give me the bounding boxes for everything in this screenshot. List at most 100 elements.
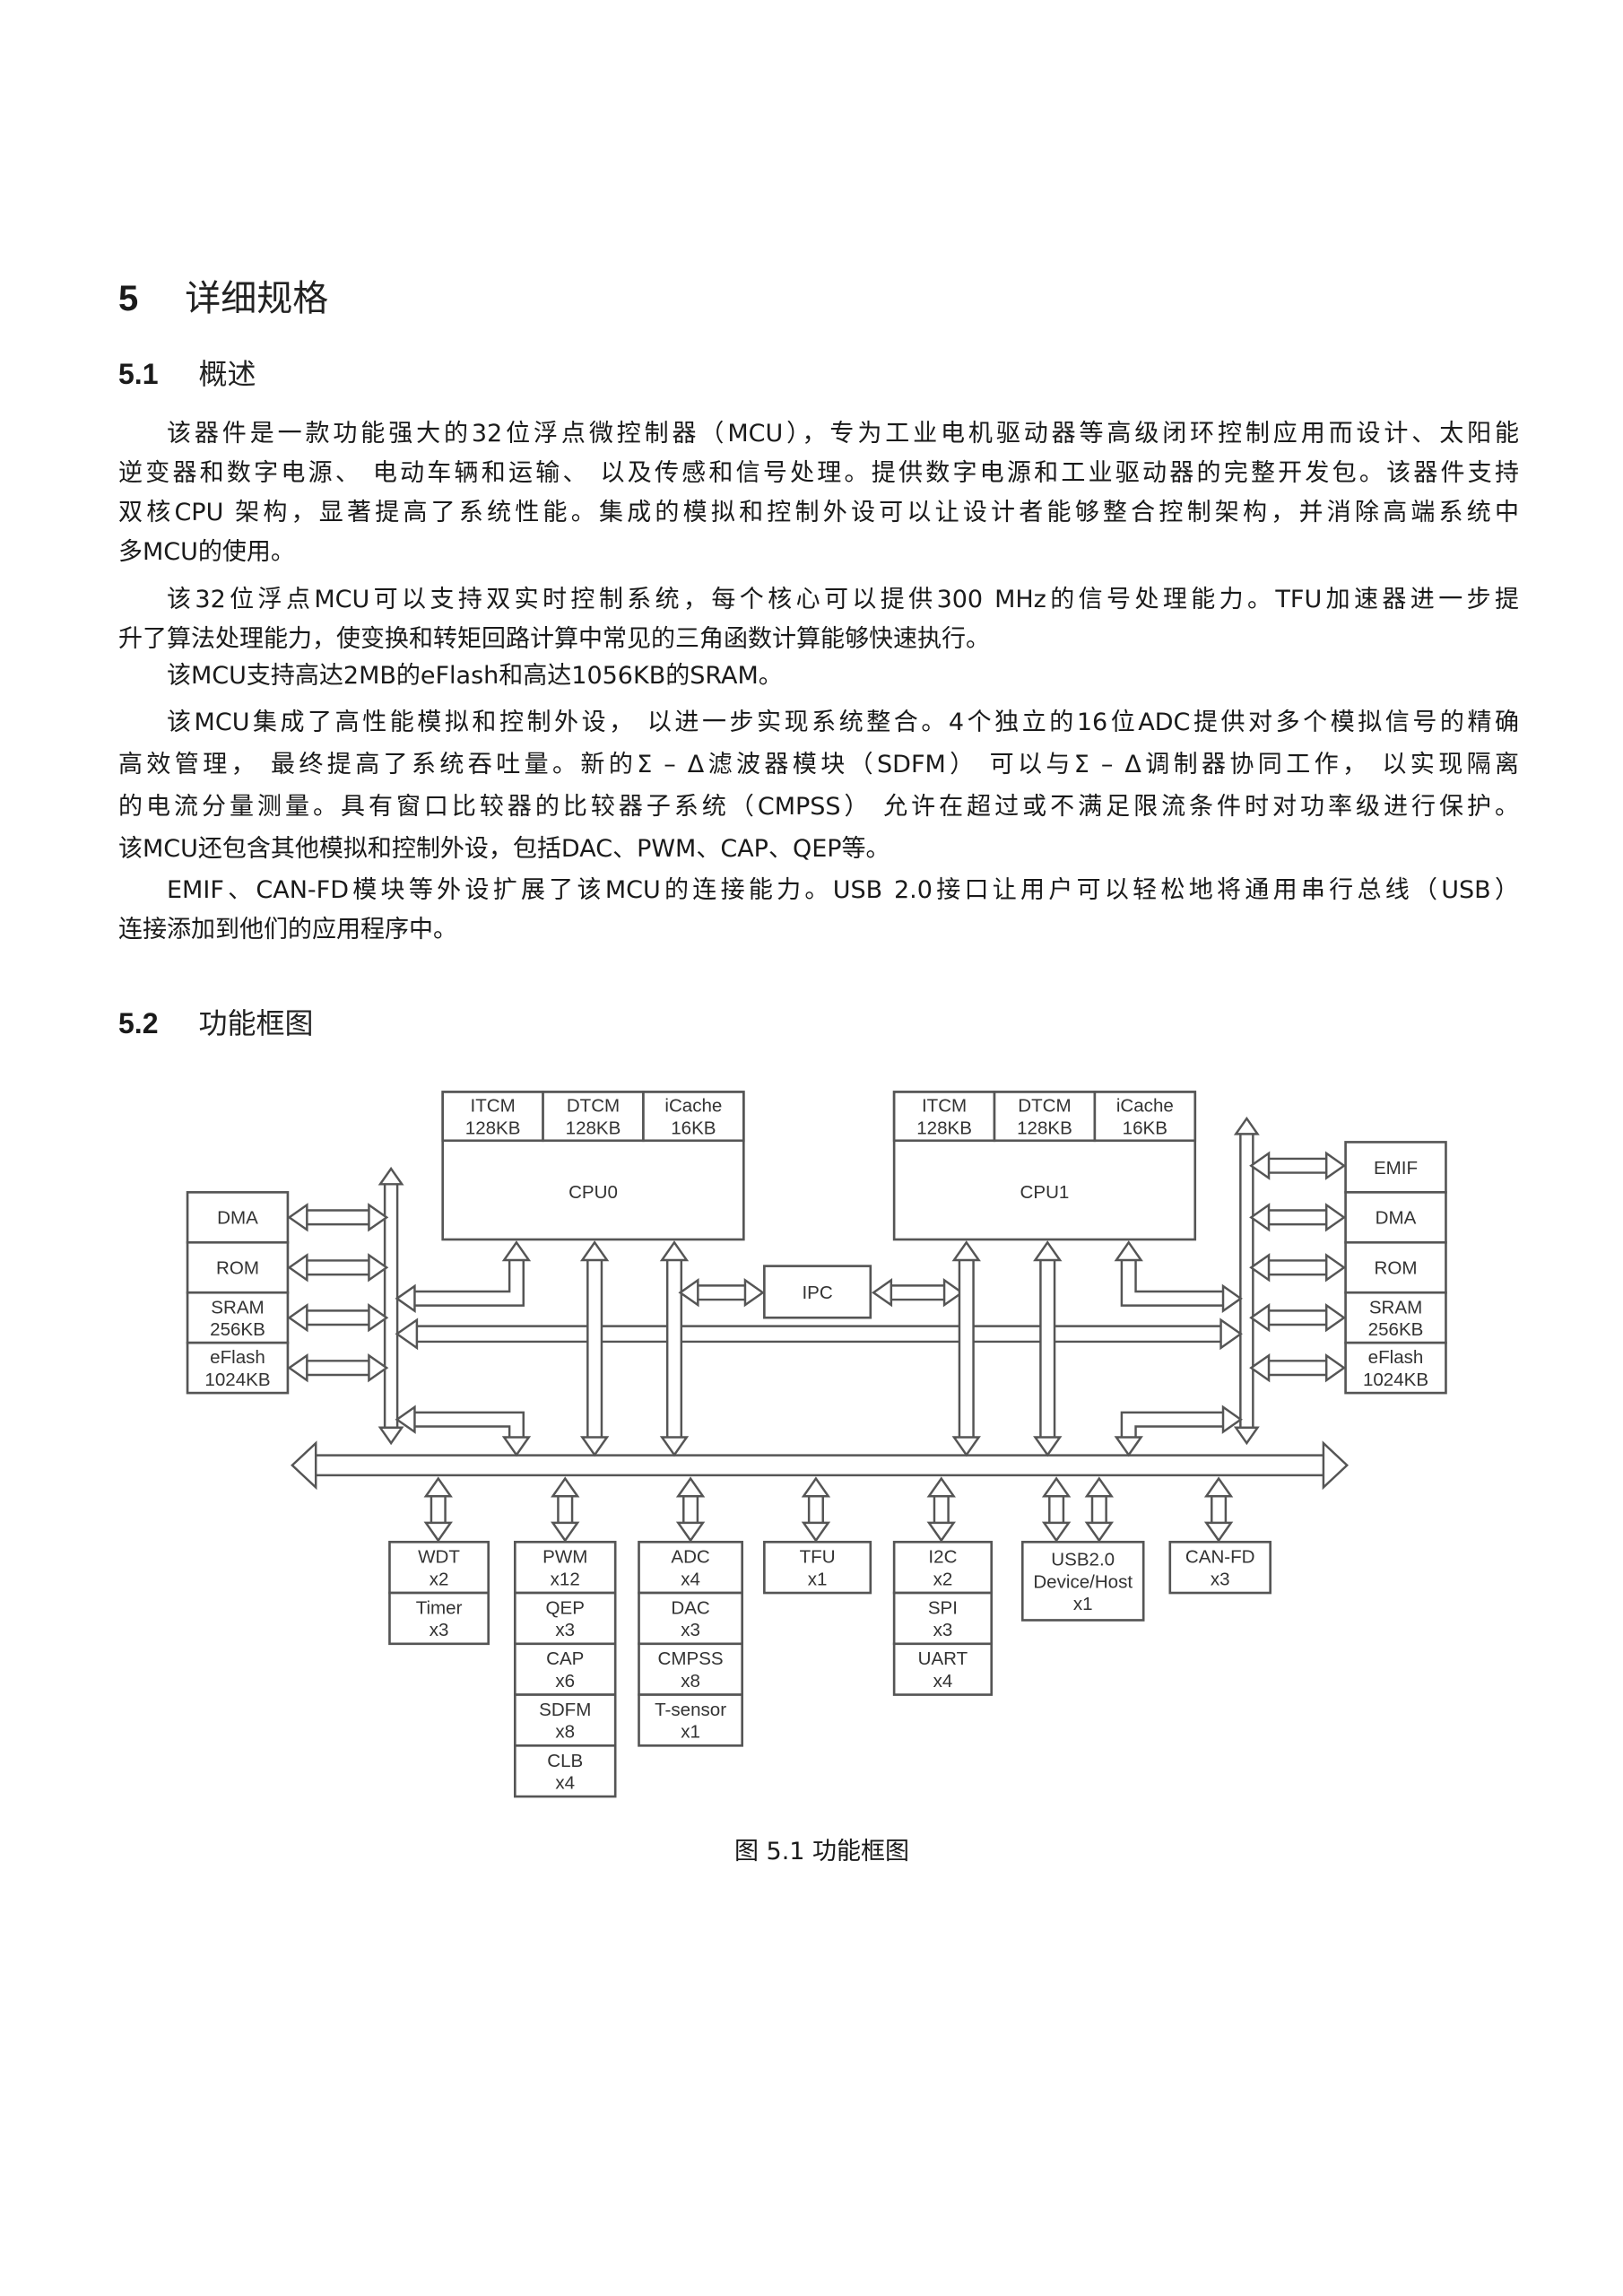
paragraph: 该MCU集成了高性能模拟和控制外设， 以进一步实现系统整合。4个独立的16位AD… (118, 701, 1519, 870)
peripheral-block (513, 1642, 617, 1696)
right-memory-block (1344, 1141, 1447, 1194)
peripheral-block (513, 1744, 617, 1798)
right-memory-link-1-head (1249, 1203, 1271, 1232)
peripheral-link-0-head (423, 1521, 453, 1543)
peripheral-block-label: x1 (681, 1722, 700, 1743)
right-memory-block-label: SRAM (1369, 1297, 1422, 1318)
peripheral-link-7-head (1203, 1521, 1234, 1543)
peripheral-block (388, 1591, 490, 1646)
peripheral-block-label: x3 (430, 1620, 449, 1640)
cpu-memory-cell (642, 1091, 745, 1143)
left-memory-link-0-head (287, 1203, 308, 1232)
cpu1-bus-link-head (1114, 1436, 1143, 1457)
peripheral-block-label: x3 (933, 1620, 953, 1640)
paragraph-line: 的电流分量测量。具有窗口比较器的比较器子系统（CMPSS） 允许在超过或不满足限… (118, 793, 1519, 821)
cpu1-dtcm-link-head (1033, 1436, 1063, 1457)
peripheral-link-4-head (926, 1476, 956, 1498)
cpu1-bus-link-shaft (1123, 1413, 1225, 1439)
cpu-label: CPU1 (1020, 1182, 1070, 1203)
peripheral-link-2-head (675, 1476, 706, 1498)
peripheral-block-label: x2 (430, 1569, 449, 1589)
peripheral-block-label: SDFM (539, 1700, 591, 1720)
cpu-memory-cell-label: 16KB (1123, 1118, 1167, 1138)
peripheral-block-label: x2 (933, 1569, 953, 1589)
peripheral-block-label: x3 (1211, 1569, 1230, 1589)
peripheral-block-label: x1 (808, 1569, 828, 1589)
section-number: 5 (118, 279, 139, 318)
paragraph-line: 该MCU还包含其他模拟和控制外设，包括DAC、PWM、CAP、QEP等。 (118, 835, 890, 863)
cpu-memory-cell (892, 1091, 996, 1143)
peripheral-block-label: USB2.0 (1051, 1550, 1115, 1570)
paragraph-line: 该32位浮点MCU可以支持双实时控制系统，每个核心可以提供300 MHz的信号处… (167, 586, 1519, 613)
peripheral-link-2-head (675, 1521, 706, 1543)
figure-caption: 图 5.1 功能框图 (733, 1838, 910, 1866)
left-memory-link-3-head (368, 1352, 389, 1383)
peripheral-block (892, 1540, 994, 1595)
right-memory-block-label: ROM (1375, 1258, 1418, 1279)
peripheral-block-label: I2C (928, 1547, 957, 1568)
cpu-memory-cell-label: iCache (1116, 1096, 1174, 1117)
cpu0-dtcm-link-head (579, 1240, 610, 1262)
peripheral-block-label: CAP (546, 1648, 584, 1669)
peripheral-block (638, 1540, 743, 1595)
cpu-memory-cell (1093, 1091, 1197, 1143)
cpu0-itcm-link-head (395, 1283, 416, 1314)
peripheral-block-label: x12 (551, 1569, 580, 1589)
left-memory-block (186, 1341, 290, 1395)
right-memory-block-label: EMIF (1374, 1158, 1418, 1178)
paragraph-line: 该MCU支持高达2MB的eFlash和高达1056KB的SRAM。 (167, 662, 783, 690)
section-heading: 5 详细规格 (118, 269, 328, 321)
paragraph: 该MCU支持高达2MB的eFlash和高达1056KB的SRAM。 (118, 657, 1519, 696)
block-diagram-heading: 5.2 功能框图 (118, 1001, 314, 1042)
cpu0-itcm-link-shaft (412, 1258, 523, 1305)
peripheral-link-5-head (1041, 1521, 1072, 1543)
right-memory-block-label: DMA (1376, 1208, 1417, 1229)
cpu0-bus-link-head (501, 1436, 532, 1457)
peripheral-link-6-head (1084, 1521, 1115, 1543)
right-memory-link-0-head (1324, 1151, 1347, 1180)
left-memory-block-label: DMA (217, 1208, 258, 1229)
paragraph-line: 该器件是一款功能强大的32位浮点微控制器（MCU），专为工业电机驱动器等高级闭环… (167, 420, 1519, 448)
cpu-memory-cell-label: 16KB (671, 1118, 716, 1138)
cpu1-itcm-link-head (951, 1240, 981, 1262)
left-memory-link-2-head (287, 1303, 308, 1333)
left-memory-block-label: eFlash (210, 1347, 265, 1368)
peripheral-link-4-head (926, 1521, 956, 1543)
peripheral-block (513, 1591, 617, 1646)
cpu1-icache-link-outline (1120, 1258, 1225, 1307)
right-vertical-bus-head (1233, 1426, 1260, 1446)
paragraph-line: 该MCU集成了高性能模拟和控制外设， 以进一步实现系统整合。4个独立的16位AD… (167, 709, 1519, 736)
cpu0-icache-link-head (659, 1436, 690, 1457)
cpu-memory-cell-label: 128KB (465, 1118, 521, 1138)
cpu0-dtcm-link-head (579, 1436, 610, 1457)
peripheral-block (638, 1642, 743, 1696)
paragraph-line: 逆变器和数字电源、 电动车辆和运输、 以及传感和信号处理。提供数字电源和工业驱动… (118, 459, 1519, 487)
cpu0-ipc-link-head (743, 1278, 765, 1308)
right-memory-block-label: 256KB (1368, 1319, 1424, 1340)
paragraph-line: 高效管理， 最终提高了系统吞吐量。新的Σ – Δ滤波器模块（SDFM） 可以与Σ… (118, 751, 1519, 778)
peripheral-block (892, 1642, 994, 1696)
peripheral-block-label: x4 (933, 1671, 953, 1692)
paragraph-line: 多MCU的使用。 (118, 538, 295, 566)
cpu0-icache-link-head (659, 1240, 690, 1262)
ipc-label: IPC (802, 1283, 832, 1303)
peripheral-block-label: DAC (671, 1597, 710, 1618)
memory-horizontal-bus-head (1219, 1318, 1243, 1351)
left-vertical-bus-head (378, 1166, 404, 1186)
cpu-memory-cell-label: 128KB (566, 1118, 621, 1138)
cpu1-ipc-link-head (942, 1278, 964, 1308)
cpu1-itcm-link-head (951, 1436, 981, 1457)
memory-horizontal-bus-head (395, 1318, 419, 1351)
cpu-memory-cell-label: 128KB (916, 1118, 972, 1138)
peripheral-block (638, 1591, 743, 1646)
main-peripheral-bus-head (1322, 1440, 1350, 1491)
cpu1-dtcm-link-head (1033, 1240, 1063, 1262)
cpu-memory-cell (441, 1091, 544, 1143)
left-memory-block-label: 1024KB (204, 1370, 270, 1390)
right-memory-link-4-head (1249, 1352, 1271, 1383)
cpu-memory-cell-label: DTCM (1018, 1096, 1071, 1117)
left-memory-link-1-head (287, 1253, 308, 1283)
overview-heading: 5.1 概述 (118, 352, 256, 393)
peripheral-block-label: x1 (1073, 1594, 1093, 1614)
